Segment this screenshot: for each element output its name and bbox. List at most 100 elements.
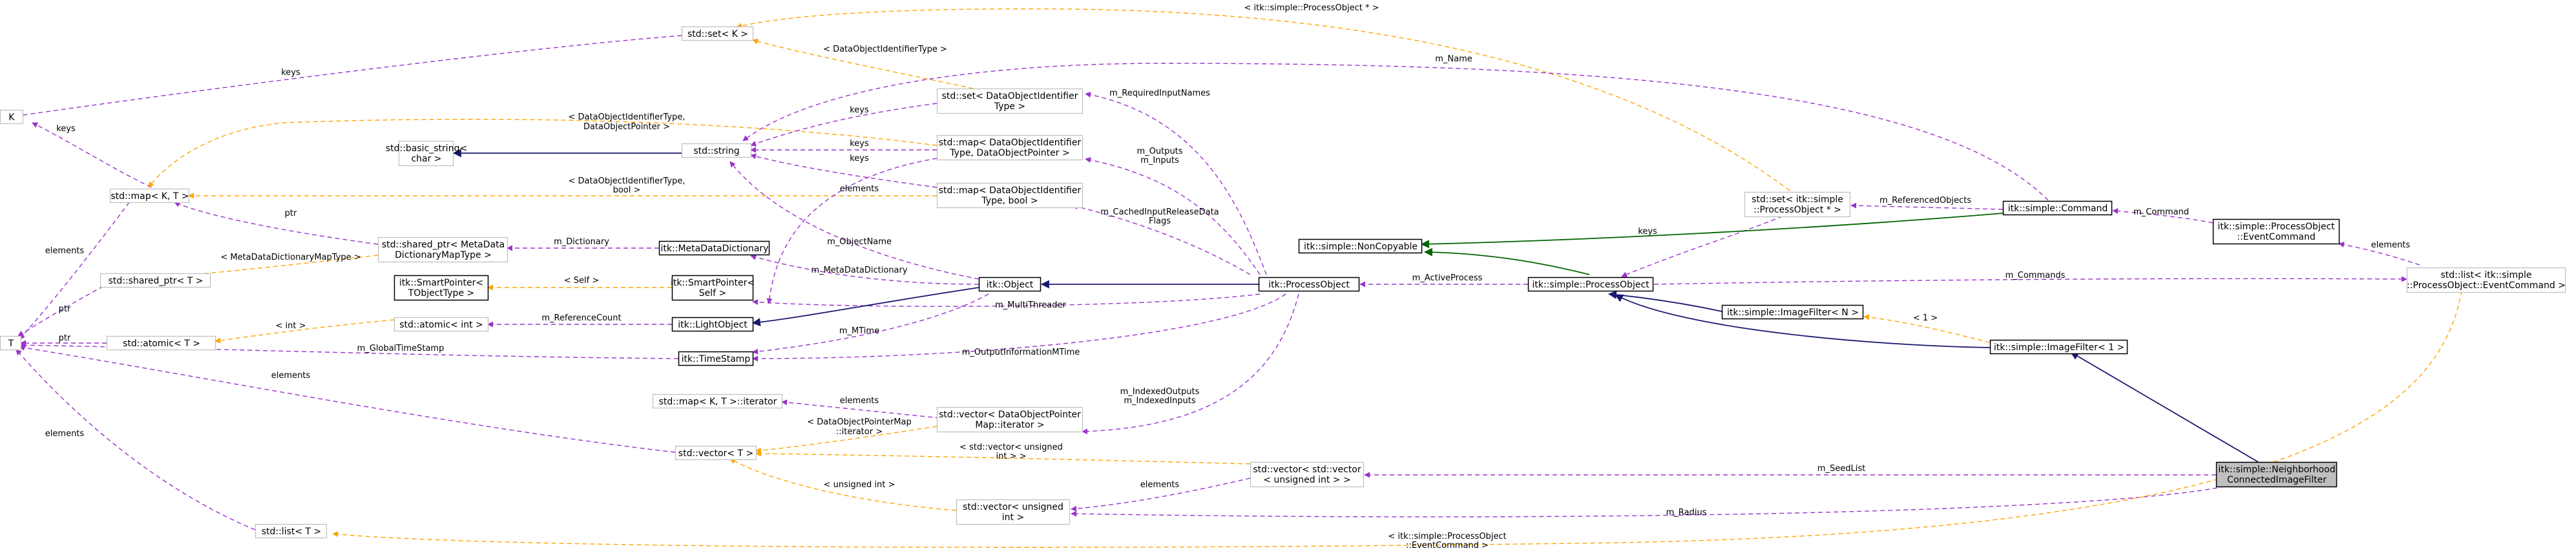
edge-m-commands: m_Commands bbox=[1653, 271, 2407, 285]
svg-text:m_OutputInformationMTime: m_OutputInformationMTime bbox=[962, 348, 1080, 357]
svg-text:ConnectedImageFilter: ConnectedImageFilter bbox=[2227, 475, 2327, 485]
node-std-list-event-command[interactable]: std::list< itk::simple ::ProcessObject::… bbox=[2406, 267, 2566, 293]
svg-text:itk::simple::ProcessObject: itk::simple::ProcessObject bbox=[2217, 222, 2335, 232]
node-std-set-simple-process-object[interactable]: std::set< itk::simple ::ProcessObject * … bbox=[1744, 191, 1851, 218]
node-neighborhood-connected-image-filter[interactable]: itk::simple::Neighborhood ConnectedImage… bbox=[2215, 461, 2338, 488]
node-itk-simple-command[interactable]: itk::simple::Command bbox=[2002, 200, 2113, 216]
svg-text:std::vector< T >: std::vector< T > bbox=[678, 448, 753, 459]
svg-text:m_Name: m_Name bbox=[1435, 54, 1472, 64]
edge-m-reference-count: m_ReferenceCount bbox=[487, 313, 672, 328]
edge-m-referenced-objects: m_ReferencedObjects bbox=[1850, 196, 2004, 210]
svg-text:std::shared_ptr< T >: std::shared_ptr< T > bbox=[109, 276, 204, 286]
edge-m-active-process: m_ActiveProcess bbox=[1359, 273, 1528, 288]
svg-text:itk::ProcessObject: itk::ProcessObject bbox=[1268, 280, 1350, 290]
node-itk-simple-process-object[interactable]: itk::simple::ProcessObject bbox=[1527, 277, 1654, 292]
node-itk-simple-image-filter-1[interactable]: itk::simple::ImageFilter< 1 > bbox=[1989, 339, 2128, 355]
edge-map-iterator-elements: elements bbox=[781, 396, 941, 419]
node-std-atomic-int[interactable]: std::atomic< int > bbox=[393, 317, 489, 332]
svg-text:::ProcessObject * >: ::ProcessObject * > bbox=[1754, 205, 1841, 215]
svg-text:keys: keys bbox=[1638, 227, 1657, 236]
svg-text:m_Commands: m_Commands bbox=[2005, 271, 2066, 280]
edge-set-simple-po-keys: keys bbox=[1621, 213, 1790, 277]
svg-text:itk::simple::ProcessObject: itk::simple::ProcessObject bbox=[1532, 280, 1649, 290]
node-std-map-dataobjectidentifier-pointer[interactable]: std::map< DataObjectIdentifier Type, Dat… bbox=[936, 134, 1084, 161]
node-itk-metadata-dictionary[interactable]: itk::MetaDataDictionary bbox=[658, 240, 770, 256]
svg-text:< 1 >: < 1 > bbox=[1913, 313, 1938, 323]
edge-object-inherits-light-object bbox=[751, 287, 979, 327]
node-std-map-iterator[interactable]: std::map< K, T >::iterator bbox=[652, 393, 783, 409]
svg-text:std::vector< unsigned: std::vector< unsigned bbox=[963, 502, 1063, 512]
svg-text:m_ReferencedObjects: m_ReferencedObjects bbox=[1880, 196, 1971, 205]
node-std-string[interactable]: std::string bbox=[681, 143, 752, 158]
node-itk-simple-noncopyable[interactable]: itk::simple::NonCopyable bbox=[1298, 238, 1423, 254]
node-std-vector-unsigned-int[interactable]: std::vector< unsigned int > bbox=[956, 499, 1071, 525]
svg-text:< DataObjectIdentifierType,: < DataObjectIdentifierType, bbox=[569, 176, 686, 186]
node-itk-simple-event-command[interactable]: itk::simple::ProcessObject ::EventComman… bbox=[2212, 218, 2340, 245]
node-std-map-k-t[interactable]: std::map< K, T > bbox=[109, 188, 190, 204]
node-std-shared-ptr-t[interactable]: std::shared_ptr< T > bbox=[99, 273, 211, 288]
svg-text:< DataObjectPointerMap: < DataObjectPointerMap bbox=[807, 417, 911, 427]
svg-text:std::list< itk::simple: std::list< itk::simple bbox=[2441, 270, 2532, 280]
edge-neighborhood-inherits-image-filter-1 bbox=[2070, 351, 2259, 463]
node-itk-object[interactable]: itk::Object bbox=[978, 277, 1042, 292]
svg-text:< itk::simple::ProcessObject *: < itk::simple::ProcessObject * > bbox=[1244, 3, 1379, 13]
svg-text:Type, DataObjectPointer >: Type, DataObjectPointer > bbox=[949, 148, 1069, 158]
node-itk-process-object[interactable]: itk::ProcessObject bbox=[1258, 277, 1360, 292]
svg-text:m_IndexedOutputs: m_IndexedOutputs bbox=[1120, 387, 1200, 397]
edge-m-command: m_Command bbox=[2112, 207, 2214, 224]
svg-text:ptr: ptr bbox=[285, 209, 297, 218]
svg-text:m_Command: m_Command bbox=[2133, 207, 2189, 217]
svg-text:elements: elements bbox=[45, 246, 85, 256]
node-std-set-k[interactable]: std::set< K > bbox=[681, 26, 754, 41]
svg-text:itk::Object: itk::Object bbox=[987, 280, 1034, 290]
svg-text:elements: elements bbox=[1140, 480, 1180, 490]
edge-m-required-input-names: m_RequiredInputNames bbox=[1085, 89, 1267, 275]
svg-text:ptr: ptr bbox=[59, 304, 71, 314]
edge-list-t-elements: elements bbox=[16, 349, 256, 530]
node-std-set-dataobjectidentifier[interactable]: std::set< DataObjectIdentifier Type > bbox=[936, 88, 1084, 114]
edge-m-mtime: m_MTime bbox=[752, 293, 989, 355]
svg-text:itk::simple::ImageFilter< 1 >: itk::simple::ImageFilter< 1 > bbox=[1994, 342, 2124, 353]
svg-text:::iterator >: ::iterator > bbox=[836, 427, 883, 437]
svg-text:std::list< T >: std::list< T > bbox=[262, 527, 322, 537]
node-std-shared-ptr-metadata[interactable]: std::shared_ptr< MetaData DictionaryMapT… bbox=[377, 236, 508, 263]
svg-text:::EventCommand >: ::EventCommand > bbox=[1406, 541, 1489, 550]
node-std-map-dataobjectidentifier-bool[interactable]: std::map< DataObjectIdentifier Type, boo… bbox=[936, 182, 1084, 209]
edge-vector-uint-elements: elements bbox=[1071, 477, 1251, 512]
edge-m-object-name: m_ObjectName bbox=[729, 161, 979, 280]
svg-text:< int >: < int > bbox=[276, 321, 306, 331]
node-itk-smartpointer-self[interactable]: itk::SmartPointer< Self > bbox=[671, 275, 755, 301]
edge-simple-po-inherits-noncopyable bbox=[1423, 247, 1590, 275]
node-k[interactable]: K bbox=[0, 109, 24, 125]
svg-text:< MetaDataDictionaryMapType >: < MetaDataDictionaryMapType > bbox=[220, 253, 361, 262]
svg-text:TObjectType >: TObjectType > bbox=[408, 288, 474, 298]
edge-map-kt-keys: keys bbox=[32, 122, 159, 191]
node-std-list-t[interactable]: std::list< T > bbox=[255, 523, 328, 539]
edge-vector-t-elements: elements bbox=[19, 344, 676, 453]
svg-text:elements: elements bbox=[271, 371, 311, 381]
svg-text:T: T bbox=[8, 339, 14, 349]
node-itk-light-object[interactable]: itk::LightObject bbox=[671, 317, 754, 332]
svg-text:keys: keys bbox=[281, 68, 300, 78]
svg-text:m_Dictionary: m_Dictionary bbox=[554, 237, 609, 247]
edge-m-radius: m_Radius bbox=[1071, 484, 2233, 518]
node-itk-timestamp[interactable]: itk::TimeStamp bbox=[678, 351, 754, 366]
edge-simple-po-set: < itk::simple::ProcessObject * > bbox=[736, 3, 1790, 191]
edge-self-args: < Self > bbox=[487, 276, 672, 291]
edge-map-doid-bool-args: < DataObjectIdentifierType, bool > bbox=[188, 176, 937, 199]
node-itk-smartpointer-tobjecttype[interactable]: itk::SmartPointer< TObjectType > bbox=[393, 275, 489, 301]
edge-map-doid-ptr-keys: keys bbox=[750, 139, 937, 153]
node-std-atomic-t[interactable]: std::atomic< T > bbox=[106, 335, 216, 351]
svg-text:m_RequiredInputNames: m_RequiredInputNames bbox=[1109, 89, 1210, 98]
node-std-vector-dataobjectpointer-iterator[interactable]: std::vector< DataObjectPointer Map::iter… bbox=[936, 406, 1084, 433]
node-itk-simple-image-filter-n[interactable]: itk::simple::ImageFilter< N > bbox=[1721, 304, 1864, 320]
node-std-vector-vector-unsigned-int[interactable]: std::vector< std::vector < unsigned int … bbox=[1250, 461, 1365, 488]
node-std-vector-t[interactable]: std::vector< T > bbox=[675, 445, 757, 461]
svg-text:< DataObjectIdentifierType,: < DataObjectIdentifierType, bbox=[569, 112, 686, 122]
svg-text:m_MetaDataDictionary: m_MetaDataDictionary bbox=[811, 266, 907, 275]
svg-text:std::basic_string<: std::basic_string< bbox=[386, 143, 467, 154]
svg-text:m_MultiThreader: m_MultiThreader bbox=[995, 300, 1066, 310]
node-std-basic-string[interactable]: std::basic_string< char > bbox=[386, 140, 467, 167]
node-t[interactable]: T bbox=[0, 335, 22, 351]
svg-text:itk::TimeStamp: itk::TimeStamp bbox=[682, 354, 751, 364]
